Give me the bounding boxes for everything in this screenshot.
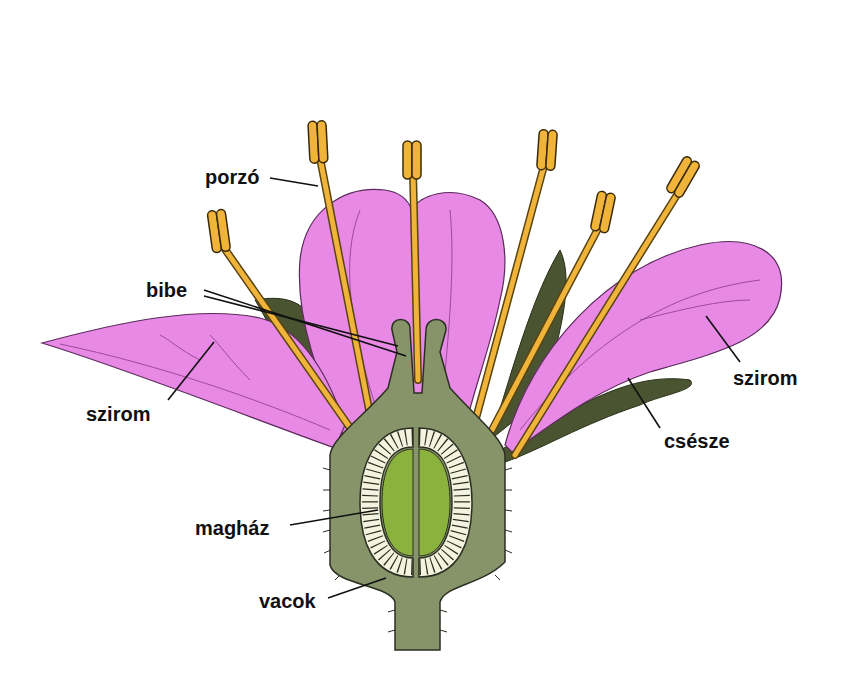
pistil-receptacle — [330, 320, 505, 651]
anthers — [207, 121, 701, 253]
leader-lines — [168, 178, 740, 598]
hairs — [323, 468, 512, 632]
part-label: szirom — [733, 367, 797, 390]
part-label: csésze — [664, 430, 730, 453]
part-label: vacok — [259, 590, 316, 613]
part-label: bibe — [146, 279, 187, 302]
part-label: magház — [195, 517, 269, 540]
ovary-chambers — [360, 428, 472, 577]
part-label: porzó — [205, 166, 259, 189]
part-label: szirom — [86, 403, 150, 426]
